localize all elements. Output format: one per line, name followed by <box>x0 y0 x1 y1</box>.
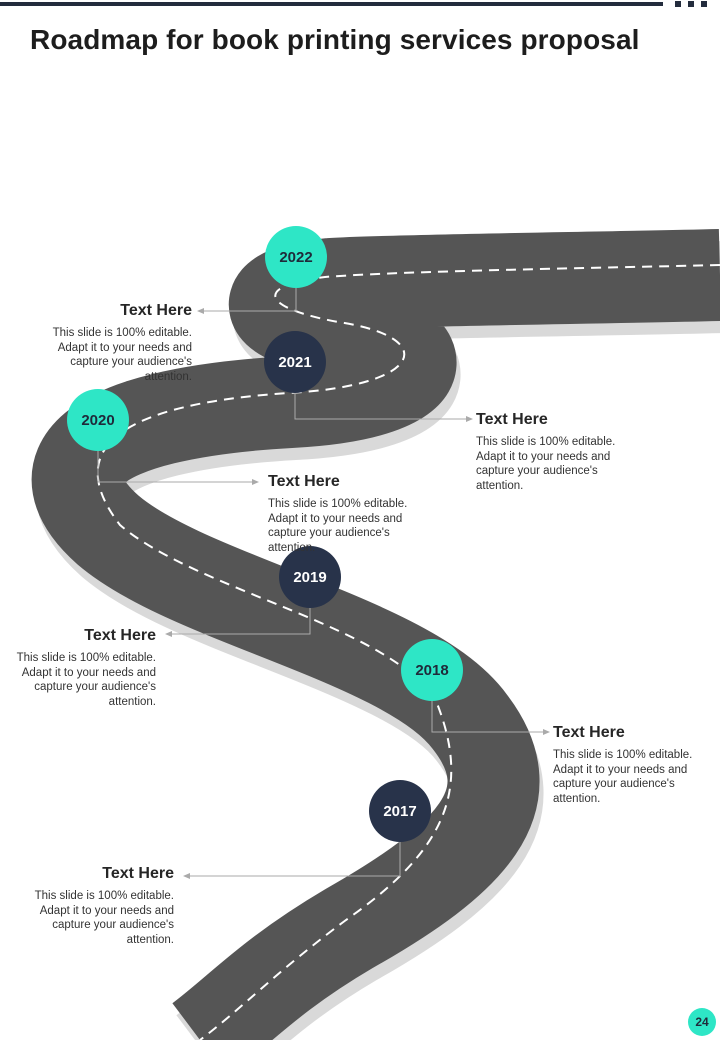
milestone-heading: Text Here <box>553 724 625 741</box>
year-marker-2018: 2018 <box>401 639 463 701</box>
milestone-body: This slide is 100% editable. Adapt it to… <box>553 749 693 805</box>
connector-2019 <box>168 608 311 635</box>
milestone-body: This slide is 100% editable. Adapt it to… <box>34 890 174 946</box>
milestone-body: This slide is 100% editable. Adapt it to… <box>268 498 408 554</box>
top-accent-dots <box>675 1 707 7</box>
top-accent-bar <box>0 2 663 6</box>
milestone-heading: Text Here <box>102 865 174 882</box>
arrowhead-2019 <box>165 631 172 637</box>
connector-2020 <box>97 450 256 483</box>
milestone-text-2022: Text Here This slide is 100% editable. A… <box>52 302 192 384</box>
milestone-heading: Text Here <box>476 411 548 428</box>
year-marker-2019: 2019 <box>279 546 341 608</box>
arrowhead-2017 <box>183 873 190 879</box>
milestone-heading: Text Here <box>120 302 192 319</box>
connector-2017 <box>186 842 401 877</box>
milestone-text-2020: Text Here This slide is 100% editable. A… <box>268 473 408 555</box>
arrowhead-2021 <box>466 416 473 422</box>
milestone-text-2017: Text Here This slide is 100% editable. A… <box>34 865 174 947</box>
connector-2021 <box>294 392 470 420</box>
milestone-text-2019: Text Here This slide is 100% editable. A… <box>16 627 156 709</box>
connector-2018 <box>431 701 547 733</box>
arrowhead-2020 <box>252 479 259 485</box>
arrowhead-2022 <box>197 308 204 314</box>
milestone-body: This slide is 100% editable. Adapt it to… <box>476 436 616 492</box>
milestone-text-2018: Text Here This slide is 100% editable. A… <box>553 724 693 806</box>
arrowhead-2018 <box>543 729 550 735</box>
milestone-body: This slide is 100% editable. Adapt it to… <box>52 327 192 383</box>
milestone-heading: Text Here <box>268 473 340 490</box>
milestone-heading: Text Here <box>84 627 156 644</box>
year-marker-2021: 2021 <box>264 331 326 393</box>
year-marker-2017: 2017 <box>369 780 431 842</box>
milestone-text-2021: Text Here This slide is 100% editable. A… <box>476 411 616 493</box>
milestone-body: This slide is 100% editable. Adapt it to… <box>16 652 156 708</box>
year-marker-2022: 2022 <box>265 226 327 288</box>
connector-2022 <box>200 286 297 312</box>
year-marker-2020: 2020 <box>67 389 129 451</box>
page-title: Roadmap for book printing services propo… <box>30 24 640 55</box>
page-number-badge: 24 <box>688 1008 716 1036</box>
road-asphalt <box>31 229 720 1040</box>
